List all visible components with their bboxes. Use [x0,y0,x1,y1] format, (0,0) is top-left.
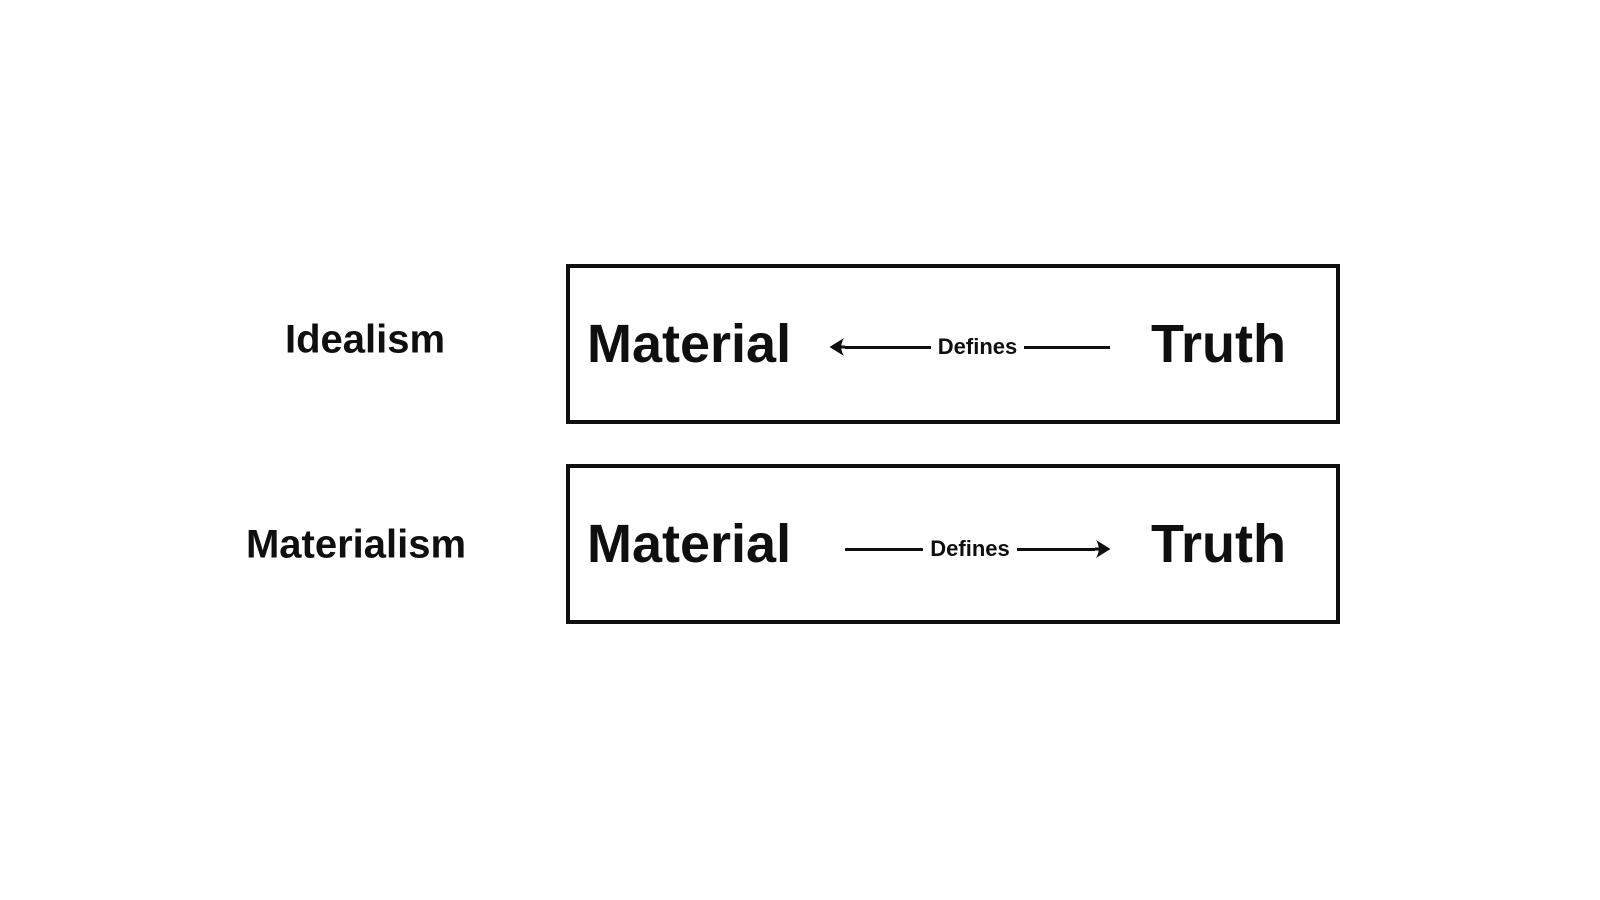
truth-term: Truth [1151,314,1286,374]
materialism-box: Material Defines Truth [566,464,1340,624]
idealism-label: Idealism [284,317,446,362]
arrowhead-right-icon [1095,540,1111,558]
idealism-box: Material Defines Truth [566,264,1340,424]
arrow-relation-label: Defines [930,536,1010,561]
arrowhead-left-icon [829,338,845,356]
materialism-label: Materialism [245,522,467,567]
material-term: Material [587,514,792,574]
defines-arrow-right: Defines [845,538,1111,560]
defines-arrow-left: Defines [829,334,1111,359]
truth-term: Truth [1151,514,1286,574]
arrow-line-segment [1016,547,1096,551]
arrow-relation-label: Defines [937,334,1018,359]
arrow-line-segment [1024,345,1111,349]
arrow-line-segment [845,345,931,349]
arrow-line-segment [845,547,924,551]
material-term: Material [587,314,792,374]
